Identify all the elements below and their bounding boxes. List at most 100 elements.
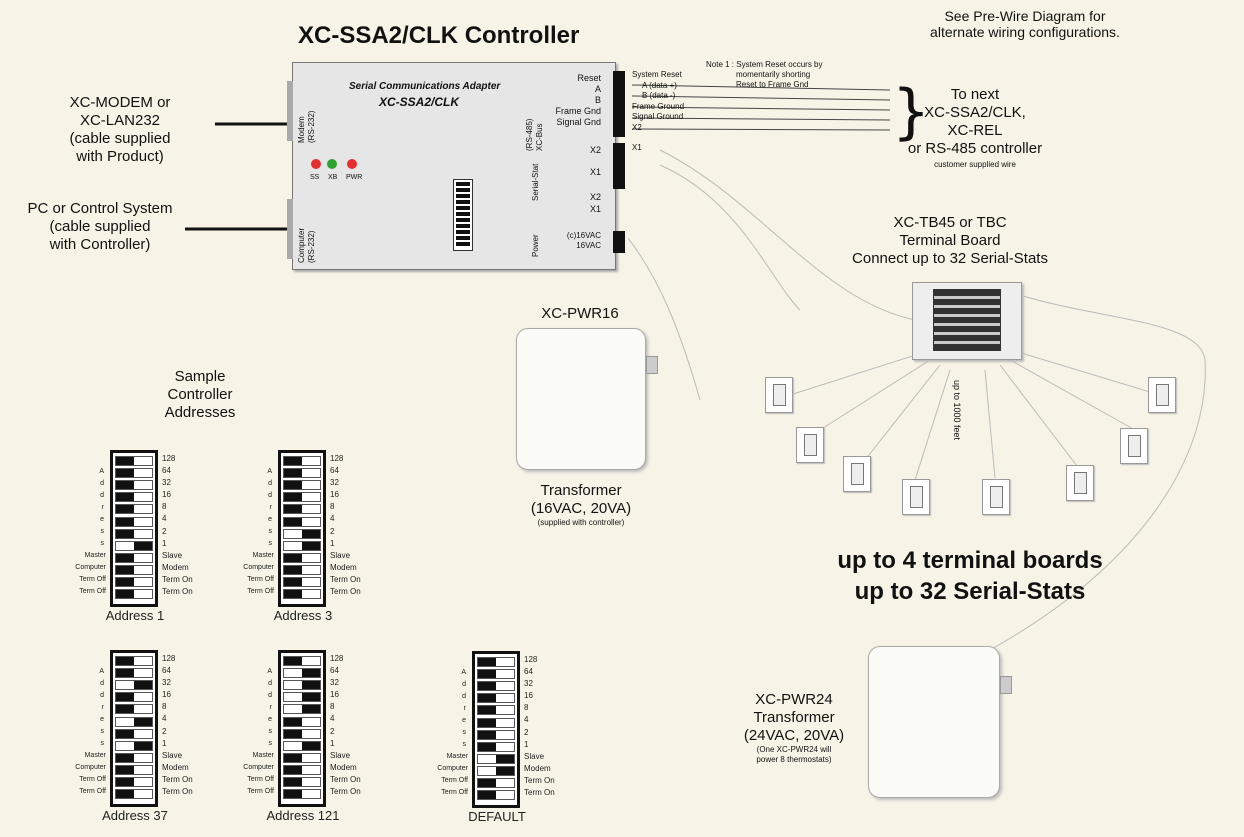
dip-caption: Address 37 (102, 808, 168, 824)
dip-toggle (477, 681, 515, 692)
controller-model: XC-SSA2/CLK (379, 95, 460, 109)
terminal-board (912, 282, 1022, 360)
pwr24-transformer (868, 646, 1000, 798)
dip-toggle (477, 717, 515, 728)
stat-wires (627, 149, 1206, 651)
dip-switch (278, 450, 326, 608)
dip-toggle (115, 680, 153, 691)
dip-switch (472, 651, 520, 809)
dip-toggle (477, 753, 515, 764)
dip-toggle (477, 741, 515, 752)
thermostat (796, 427, 824, 463)
dip-toggle (477, 705, 515, 716)
dip-toggle (115, 668, 153, 679)
dip-switch (110, 650, 158, 808)
pwr-led (347, 159, 357, 169)
dip-toggle (115, 789, 153, 800)
dip-toggle (283, 704, 321, 715)
dip-toggle (283, 752, 321, 763)
ss-led-label: SS (310, 174, 320, 181)
controller-header: Serial Communications Adapter (349, 81, 501, 92)
dip-toggle (283, 589, 321, 600)
onboard-dip-switch (453, 179, 473, 251)
dip-caption: Address 1 (105, 608, 165, 624)
dip-toggle (283, 777, 321, 787)
pwr-led-label: PWR (346, 174, 363, 181)
dip-toggle (283, 516, 321, 527)
dip-toggle (115, 564, 153, 575)
power-terminal-block (613, 231, 625, 253)
thermostat (1148, 377, 1176, 413)
dip-toggle (115, 577, 153, 587)
thermostat (843, 456, 871, 492)
dip-toggle (283, 468, 321, 479)
dip-toggle (283, 577, 321, 587)
capacity-text: up to 4 terminal boards up to 32 Serial-… (837, 547, 1103, 605)
dip-toggle (283, 789, 321, 800)
dip-toggle (477, 693, 515, 704)
next-controller-label: To next XC-SSA2/CLK, XC-REL or RS-485 co… (907, 86, 1043, 169)
dip-toggle (115, 589, 153, 600)
dip-toggle (115, 764, 153, 775)
page-title: XC-SSA2/CLK Controller (298, 22, 580, 49)
ss-led (311, 159, 321, 169)
pwr16-transformer (516, 328, 646, 470)
controller-box: Serial Communications Adapter XC-SSA2/CL… (287, 62, 625, 270)
wire-labels: System Reset A (data +) B (data -) Frame… (632, 70, 685, 152)
pwr24-plug (1000, 676, 1012, 694)
bus-terminal-block (613, 71, 625, 137)
modem-port-connector (287, 81, 293, 141)
dip-toggle (115, 480, 153, 491)
dip-toggle (283, 716, 321, 727)
dip-toggle (115, 728, 153, 739)
reset-note: Note 1 : System Reset occurs by momentar… (706, 60, 823, 89)
dip-toggle (115, 552, 153, 563)
power-terminal-labels: (c)16VAC 16VAC (566, 231, 601, 250)
pwr24-label: XC-PWR24 Transformer (24VAC, 20VA) (One … (743, 691, 845, 764)
dip-toggle (283, 728, 321, 739)
dip-toggle (115, 716, 153, 727)
dip-toggle (283, 656, 321, 666)
dip-toggle (477, 778, 515, 788)
pwr16-label: Transformer (16VAC, 20VA) (supplied with… (530, 482, 632, 527)
dip-toggle (477, 729, 515, 740)
brace-icon: } (892, 77, 931, 147)
thermostat (1120, 428, 1148, 464)
computer-port-connector (287, 199, 293, 259)
bus-terminal-labels: Reset A B Frame Gnd Signal Gnd (555, 73, 601, 127)
pwr16-plug (646, 356, 658, 374)
dip-toggle (115, 740, 153, 751)
dip-toggle (115, 456, 153, 466)
dip-toggle (115, 504, 153, 515)
dip-toggle (283, 764, 321, 775)
dip-switch (278, 650, 326, 808)
dip-toggle (283, 740, 321, 751)
dip-toggle (115, 704, 153, 715)
sample-title: Sample Controller Addresses (164, 368, 236, 421)
modem-port-label: Modem(RS-232) (297, 110, 316, 143)
dip-caption: DEFAULT (468, 809, 526, 825)
dip-toggle (115, 752, 153, 763)
dip-toggle (283, 668, 321, 679)
dip-toggle (283, 504, 321, 515)
serial2-terminal-labels: X2 X1 (589, 192, 601, 214)
serial-terminal-block (613, 143, 625, 189)
dip-toggle (115, 540, 153, 551)
dip-toggle (283, 680, 321, 691)
thermostat (1066, 465, 1094, 501)
